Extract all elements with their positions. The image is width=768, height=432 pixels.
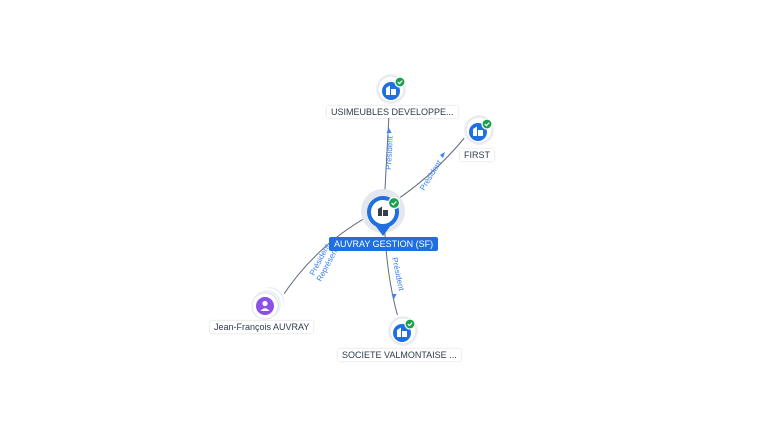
edge-label-usimeubles: Président	[384, 135, 395, 170]
building-icon	[386, 85, 396, 95]
node-first[interactable]	[462, 113, 496, 147]
node-valmontaise[interactable]	[386, 314, 420, 348]
person-icon	[260, 300, 270, 311]
edge-label-valmontaise: Président	[390, 257, 406, 293]
arrow-usimeubles	[386, 128, 392, 133]
building-icon	[397, 327, 407, 337]
node-label-valmontaise[interactable]: SOCIETE VALMONTAISE ...	[338, 349, 461, 361]
node-center[interactable]	[361, 189, 405, 236]
node-label-usimeubles[interactable]: USIMEUBLES DEVELOPPE...	[327, 106, 458, 118]
node-label-person[interactable]: Jean-François AUVRAY	[210, 321, 314, 333]
node-person[interactable]	[251, 285, 286, 320]
check-icon	[481, 118, 493, 130]
building-icon	[378, 206, 388, 216]
node-usimeubles[interactable]	[374, 72, 408, 106]
node-label-first[interactable]: FIRST	[460, 149, 494, 161]
arrow-valmontaise	[391, 294, 397, 299]
check-icon	[387, 196, 401, 210]
check-icon	[394, 76, 406, 88]
arrow-first	[440, 152, 445, 158]
building-icon	[473, 126, 483, 136]
node-label-center[interactable]: AUVRAY GESTION (SF)	[329, 237, 439, 251]
edge-label-first: Président	[418, 158, 444, 192]
check-icon	[404, 318, 416, 330]
